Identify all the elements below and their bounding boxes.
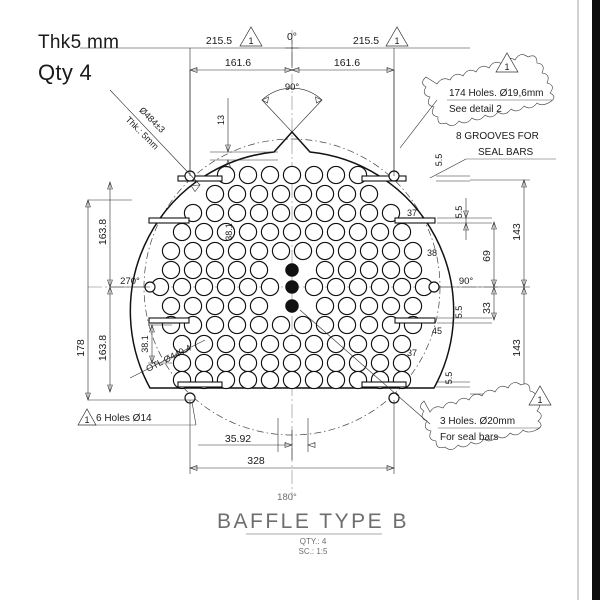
right-dimension-chain: 5.5 5.5 5.5 5.5 143 143 69 xyxy=(434,154,530,395)
dim-163-8-lower: 163.8 xyxy=(97,335,109,361)
seal-bar-hole-center xyxy=(285,280,299,294)
seal-bar-hole-lower xyxy=(285,299,299,313)
dim-5-5-d: 5.5 xyxy=(444,372,454,385)
tube-hole-pattern xyxy=(150,165,434,390)
grooves-note: 8 GROOVES FOR SEAL BARS xyxy=(429,131,556,179)
holes-callout-line1: 174 Holes. Ø19,6mm xyxy=(449,88,544,99)
seal-bar-callout-line2: For seal bars xyxy=(440,432,498,443)
dim-38-1: 38.1 xyxy=(140,335,150,353)
revision-triangle-1-label: 1 xyxy=(248,36,253,46)
revision-triangle-5-label: 1 xyxy=(537,395,542,405)
dim-13: 13 xyxy=(216,115,226,125)
dim-5-5-c: 5.5 xyxy=(454,306,464,319)
left-dimension-chain: 163.8 163.8 178 270° 38.1 xyxy=(75,181,195,401)
dim-0-deg: 0° xyxy=(287,31,297,43)
dim-143-upper: 143 xyxy=(511,223,523,241)
bottom-dimension-chain: 35.92 328 xyxy=(189,400,395,474)
dim-5-5-a: 5.5 xyxy=(434,154,444,167)
dim-161-6-left: 161.6 xyxy=(225,57,251,69)
dim-270-deg: 270° xyxy=(120,276,140,287)
dim-328: 328 xyxy=(247,455,265,467)
revision-triangle-3 xyxy=(77,408,97,426)
dim-90-deg-right: 90° xyxy=(459,276,474,287)
title-qty: QTY.: 4 xyxy=(300,537,327,546)
dim-38-right: 38 xyxy=(427,248,437,258)
notch-angle-dimension: 90° 13 xyxy=(210,82,323,168)
revision-triangle-3-label: 1 xyxy=(84,415,89,425)
revision-triangle-4-label: 1 xyxy=(504,62,509,72)
dim-90-deg-top: 90° xyxy=(285,82,300,93)
six-holes-note: 6 Holes Ø14 1 xyxy=(77,401,197,426)
interior-dimensions: 38.1 37 38 45 37 xyxy=(224,208,442,358)
revision-triangle-5 xyxy=(528,385,552,406)
revision-triangle-1 xyxy=(239,26,263,47)
grooves-note-line1: 8 GROOVES FOR xyxy=(456,131,539,142)
grooves-note-line2: SEAL BARS xyxy=(478,147,534,158)
revision-triangle-2-label: 1 xyxy=(394,36,399,46)
sheet-edge-strip xyxy=(592,0,600,600)
top-dimension-chain: 215.5 0° 215.5 161.6 161.6 xyxy=(80,31,470,176)
drawing-title: BAFFLE TYPE B xyxy=(217,510,409,533)
dim-45-right: 45 xyxy=(432,326,442,336)
revision-triangle-4 xyxy=(495,52,519,73)
dim-143-lower: 143 xyxy=(511,339,523,357)
seal-bar-hole-upper xyxy=(285,263,299,277)
qty-note: Qty 4 xyxy=(38,60,93,85)
holes-callout: 174 Holes. Ø19,6mm See detail 2 xyxy=(399,54,555,149)
dim-215-5-left: 215.5 xyxy=(206,35,232,47)
bottom-angle-label: 180° xyxy=(277,492,297,503)
six-holes-note-label: 6 Holes Ø14 xyxy=(96,413,152,424)
revision-triangle-2 xyxy=(385,26,409,47)
dim-163-8-upper: 163.8 xyxy=(97,219,109,245)
seal-bar-callout-line1: 3 Holes. Ø20mm xyxy=(440,416,515,427)
dim-33: 33 xyxy=(481,302,493,314)
seal-bar-grooves xyxy=(148,175,436,388)
dim-37-upper: 37 xyxy=(407,208,417,218)
dim-5-5-b: 5.5 xyxy=(454,206,464,219)
dim-37-lower: 37 xyxy=(407,348,417,358)
dim-38-1-inner: 38.1 xyxy=(224,223,234,241)
seal-bar-holes-callout: 3 Holes. Ø20mm For seal bars xyxy=(299,309,542,450)
holes-callout-line2: See detail 2 xyxy=(449,104,502,115)
revision-markers: 1 1 1 1 xyxy=(239,26,552,406)
dim-35-92: 35.92 xyxy=(225,433,251,445)
dim-69: 69 xyxy=(481,250,493,262)
title-block: 180° BAFFLE TYPE B QTY.: 4 SC.: 1:5 xyxy=(217,492,409,556)
dim-161-6-right: 161.6 xyxy=(334,57,360,69)
dim-215-5-right: 215.5 xyxy=(353,35,379,47)
title-scale: SC.: 1:5 xyxy=(299,547,328,556)
dim-178: 178 xyxy=(75,339,87,357)
